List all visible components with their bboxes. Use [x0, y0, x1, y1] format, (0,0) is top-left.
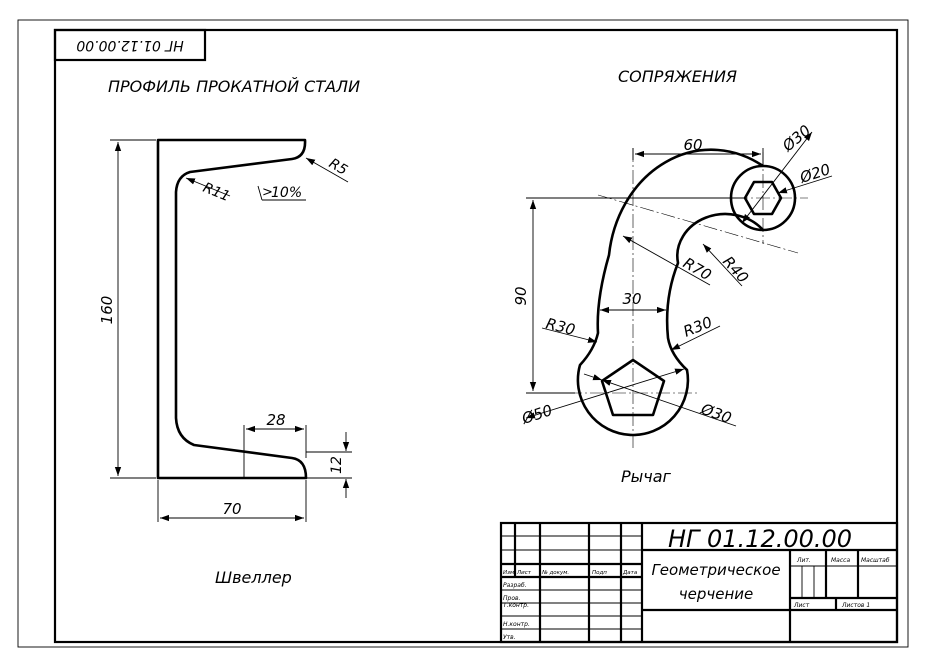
- right-view-title: СОПРЯЖЕНИЯ: [618, 67, 737, 86]
- dim-r40: R40: [719, 253, 752, 287]
- dim-r70: R70: [680, 254, 715, 284]
- right-view-caption: Рычаг: [621, 467, 672, 486]
- main-frame: [53, 28, 899, 644]
- dim-phi50: Ø50: [519, 401, 555, 428]
- channel-profile: [156, 138, 308, 480]
- dim-160: 160: [98, 296, 116, 325]
- sheets-label: Листов 1: [841, 602, 870, 609]
- scale-label: Масштаб: [861, 557, 890, 564]
- row-label-prov: Пров.: [503, 595, 521, 602]
- sheet-label: Лист: [793, 602, 810, 609]
- dim-28: 28: [266, 411, 285, 429]
- dim-r11: R11: [201, 180, 233, 205]
- title-block-code: НГ 01.12.00.00: [668, 525, 852, 553]
- row-label-razrab: Разраб.: [503, 582, 527, 589]
- lit-label: Лит.: [796, 557, 811, 564]
- left-view-title: ПРОФИЛЬ ПРОКАТНОЙ СТАЛИ: [108, 77, 360, 96]
- col-header-doc: № докум.: [541, 570, 569, 576]
- title-block-name-line2: черчение: [679, 585, 754, 603]
- col-header-date: Дата: [622, 570, 638, 576]
- dim-12: 12: [329, 456, 345, 474]
- dim-phi30-top: Ø30: [778, 121, 814, 155]
- outer-border: [17, 19, 909, 648]
- dim-60: 60: [683, 136, 702, 154]
- col-header-sign: Подп: [592, 570, 607, 576]
- title-block: [499, 521, 899, 644]
- drawing-code-rotated: НГ 01.12.00.00: [76, 37, 183, 53]
- dim-90: 90: [512, 286, 530, 305]
- row-label-nkontr: Н.контр.: [503, 621, 530, 628]
- dim-phi30-bottom: Ø30: [698, 400, 734, 428]
- row-label-tkontr: Т.контр.: [503, 602, 529, 609]
- dim-30: 30: [622, 290, 641, 308]
- dim-phi20: Ø20: [797, 160, 833, 187]
- dim-70: 70: [222, 500, 241, 518]
- title-block-name-line1: Геометрическое: [651, 561, 780, 579]
- dim-r5: R5: [326, 156, 350, 179]
- mass-label: Масса: [831, 557, 850, 564]
- code-box-rotated: [53, 28, 207, 62]
- dim-r30-left: R30: [544, 314, 577, 339]
- col-header-list: Лист: [516, 570, 532, 576]
- lever-outline: [576, 148, 764, 437]
- slope-mark: >: [262, 185, 273, 200]
- dim-slope: 10%: [271, 185, 302, 201]
- row-label-utv: Утв.: [503, 634, 516, 641]
- col-header-izm: Изм: [503, 570, 514, 576]
- left-view-caption: Швеллер: [215, 568, 292, 587]
